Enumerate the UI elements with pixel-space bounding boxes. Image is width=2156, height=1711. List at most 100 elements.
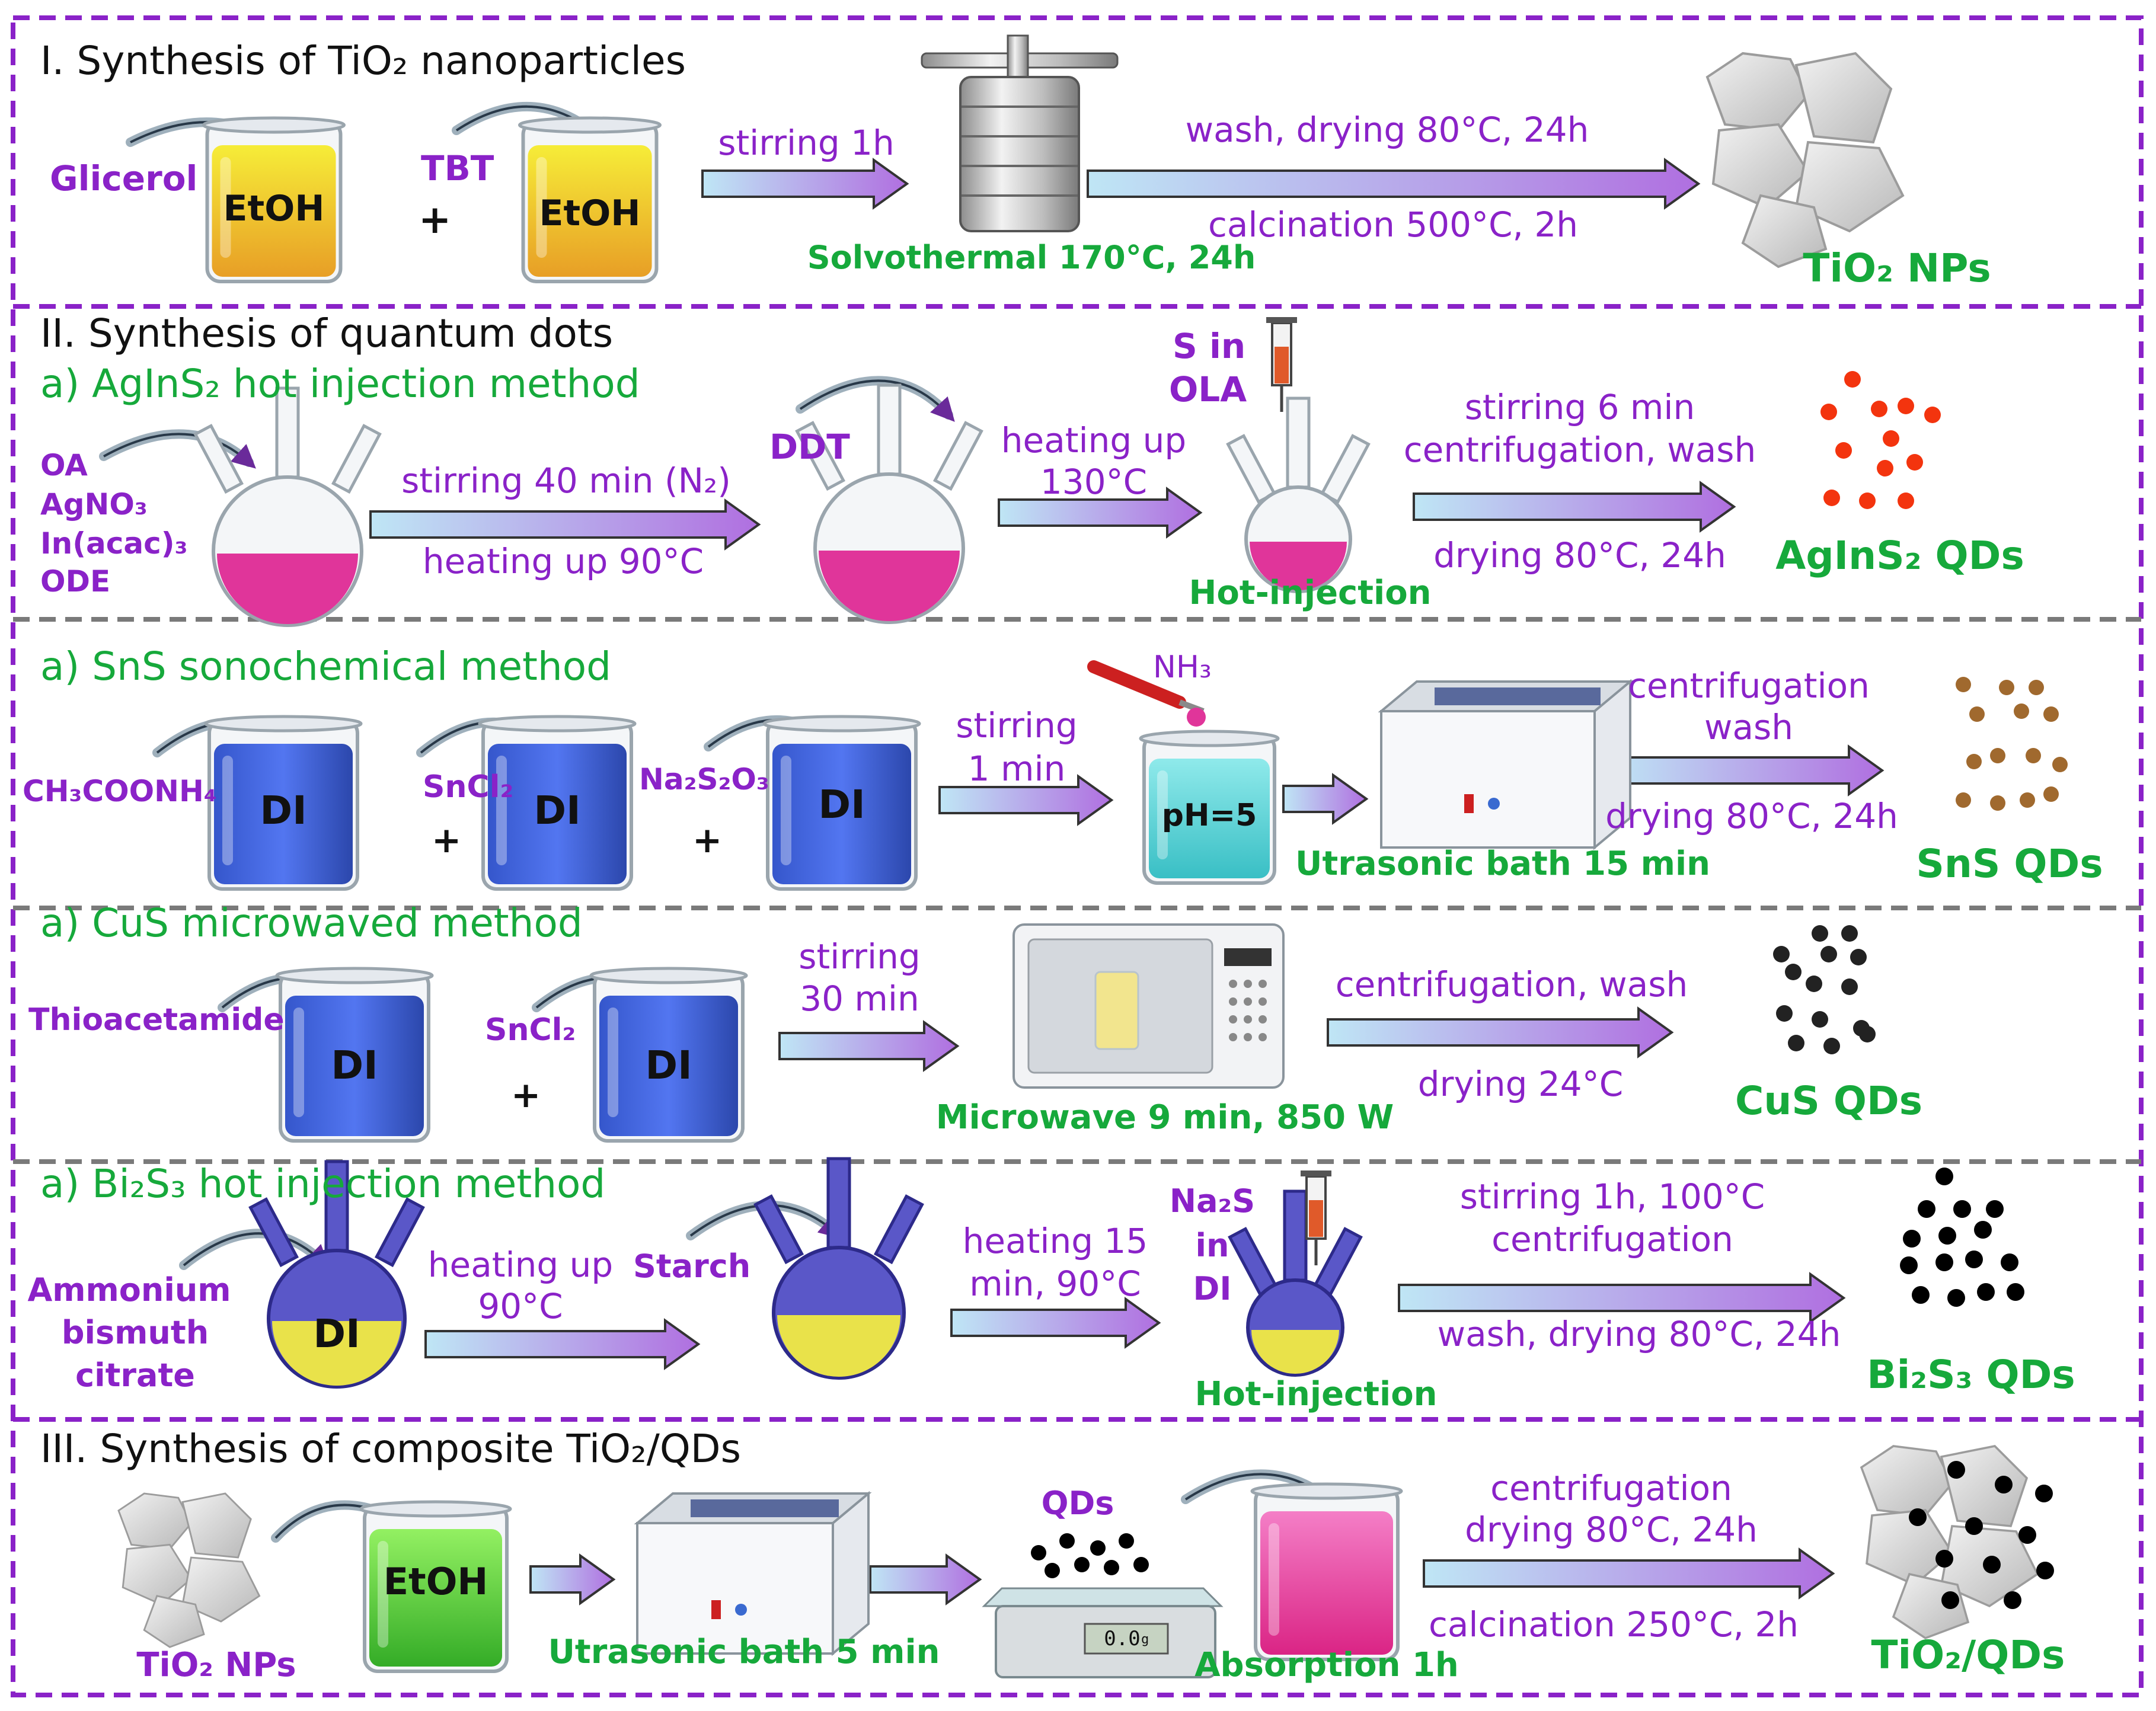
agins2-dot-3: [1871, 401, 1887, 417]
process-arrow-4: [998, 487, 1203, 539]
microwave-display: [1224, 948, 1272, 966]
injector-label-di: DI: [1193, 1270, 1232, 1307]
syringe-agins2-content: [1275, 347, 1289, 383]
beaker-etoh-1-rim: [202, 116, 346, 134]
beaker-etoh-1-liquid: [212, 145, 336, 277]
pour-arrow-4: [799, 379, 955, 422]
tio2-nps-cluster-2: [117, 1492, 261, 1648]
bi2s3-dot-3: [1953, 1200, 1971, 1218]
scale-display: 0.0: [1104, 1627, 1141, 1651]
beaker-label-etoh: EtOH: [223, 188, 325, 229]
sns-dot-10: [2052, 757, 2068, 772]
ultrasonic-bath-2: [634, 1491, 872, 1656]
beaker-di-4-highlight: [293, 1008, 304, 1117]
flask-bi2s3-1: [248, 1160, 425, 1389]
beaker-etoh-3-liquid: [369, 1529, 502, 1667]
agins2-dot-8: [1906, 454, 1923, 471]
flask-bi2s3-1-neck-right: [374, 1197, 425, 1268]
scale-plate: [982, 1587, 1224, 1607]
composite-dot-10: [1941, 1591, 1959, 1609]
arrow-label-wash-drying: wash, drying 80°C, 24h: [1185, 110, 1589, 150]
tio2-nps-cluster-piece-5: [1741, 194, 1828, 268]
reagent-ammonium: Ammonium: [27, 1271, 231, 1309]
product-sns-qds: SnS QDs: [1916, 841, 2103, 887]
composite-dot-3: [2035, 1485, 2053, 1502]
bi2s3-dot-15: [2007, 1283, 2024, 1301]
composite-dot-5: [1965, 1517, 1983, 1535]
beaker-absorption-rim: [1250, 1482, 1403, 1500]
reagent-citrate: citrate: [75, 1357, 195, 1394]
beaker-di-2: [478, 715, 637, 891]
section3-title: III. Synthesis of composite TiO₂/QDs: [40, 1426, 741, 1472]
process-arrow-7: [1282, 773, 1369, 825]
beaker-label-ph5: pH=5: [1161, 798, 1257, 833]
process-arrow-8: [1608, 744, 1884, 797]
flask-bi2s3-3-liquid: [1251, 1330, 1339, 1374]
microwave-button-5: [1244, 997, 1252, 1006]
process-arrow-10: [1327, 1006, 1674, 1058]
beaker-di-3-liquid: [772, 744, 911, 884]
autoclave-body: [959, 76, 1080, 232]
flask-agins2-1-neck-right: [331, 424, 382, 494]
microwave-button-7: [1229, 1015, 1237, 1024]
flask-label-di: DI: [313, 1311, 360, 1357]
cus-dot-7: [1806, 976, 1822, 992]
ultrasonic-bath: [1378, 679, 1634, 850]
ultrasonic-bath-switch: [1464, 794, 1474, 813]
beaker-ph5: [1139, 730, 1280, 885]
cus-dot-10: [1812, 1011, 1828, 1028]
arrow-label-90c-bi: 90°C: [478, 1286, 563, 1326]
agins2-dot-12: [1924, 407, 1941, 423]
sns-dot-6: [2043, 706, 2059, 722]
microwave-button-11: [1244, 1033, 1252, 1041]
bi2s3-dot-1: [1935, 1168, 1953, 1185]
flask-bi2s3-2-neck-center: [826, 1157, 851, 1249]
beaker-di-4-rim: [275, 967, 434, 984]
cus-dot-4: [1785, 964, 1802, 980]
syringe-agins2: [1266, 317, 1297, 412]
microwave-button-9: [1259, 1015, 1267, 1024]
beaker-di-3-highlight: [781, 756, 791, 865]
arrow-label-heating-up-bi: heating up: [427, 1245, 614, 1285]
hot-injection-label-bi: Hot-injection: [1194, 1375, 1438, 1413]
beaker-di-5-liquid: [599, 996, 738, 1136]
reagent-sncl2-cus: SnCl₂: [485, 1012, 576, 1048]
injector-label-ola: OLA: [1169, 369, 1247, 410]
sns-dot-7: [1966, 754, 1982, 769]
syringe-bi2s3-flange: [1301, 1170, 1331, 1176]
product-tio2-qds: TiO₂/QDs: [1871, 1632, 2065, 1678]
tio2-qds-cluster-piece-5: [1892, 1572, 1970, 1640]
process-arrow-14: [529, 1553, 616, 1606]
ultrasonic-bath-label: Utrasonic bath 15 min: [1295, 845, 1711, 883]
flask-agins2-2: [795, 383, 983, 624]
flask-bi2s3-2-neck-right: [873, 1194, 924, 1265]
arrow-label-calcination: calcination 500°C, 2h: [1208, 204, 1579, 245]
beaker-di-5-highlight: [608, 1008, 618, 1117]
sns-dot-13: [2020, 792, 2035, 808]
microwave-label: Microwave 9 min, 850 W: [935, 1098, 1394, 1137]
ultrasonic-bath-tank: [1435, 687, 1601, 705]
arrow-label-drying-80-3: drying 80°C, 24h: [1465, 1509, 1758, 1550]
beaker-di-1-highlight: [222, 756, 233, 865]
flask-bi2s3-2-neck-left: [753, 1194, 804, 1265]
plus-sign-3: +: [692, 820, 723, 861]
process-arrow-9: [778, 1020, 960, 1072]
beaker-di-2-highlight: [496, 756, 507, 865]
cus-dot-9: [1776, 1005, 1793, 1022]
bi2s3-dot-9: [1935, 1253, 1953, 1271]
process-arrow-6: [938, 774, 1114, 826]
pour-arrow-shaft-4: [796, 376, 953, 420]
composite-dot-6: [2018, 1526, 2036, 1544]
flask-bi2s3-2: [753, 1157, 924, 1380]
microwave-button-12: [1259, 1033, 1267, 1041]
ultrasonic-bath-2-front: [636, 1522, 834, 1655]
injector-label-na2s: Na₂S: [1169, 1182, 1256, 1220]
tio2-qds-cluster-piece-1: [1860, 1445, 1954, 1517]
ultrasonic-bath-knob: [1488, 798, 1500, 810]
microwave-button-6: [1259, 997, 1267, 1006]
microwave-button-3: [1259, 980, 1267, 988]
qds-label: QDs: [1041, 1485, 1114, 1522]
microwave-button-1: [1229, 980, 1237, 988]
flask-bi2s3-1-neck-center: [324, 1160, 349, 1252]
composite-dot-9: [2036, 1562, 2054, 1579]
